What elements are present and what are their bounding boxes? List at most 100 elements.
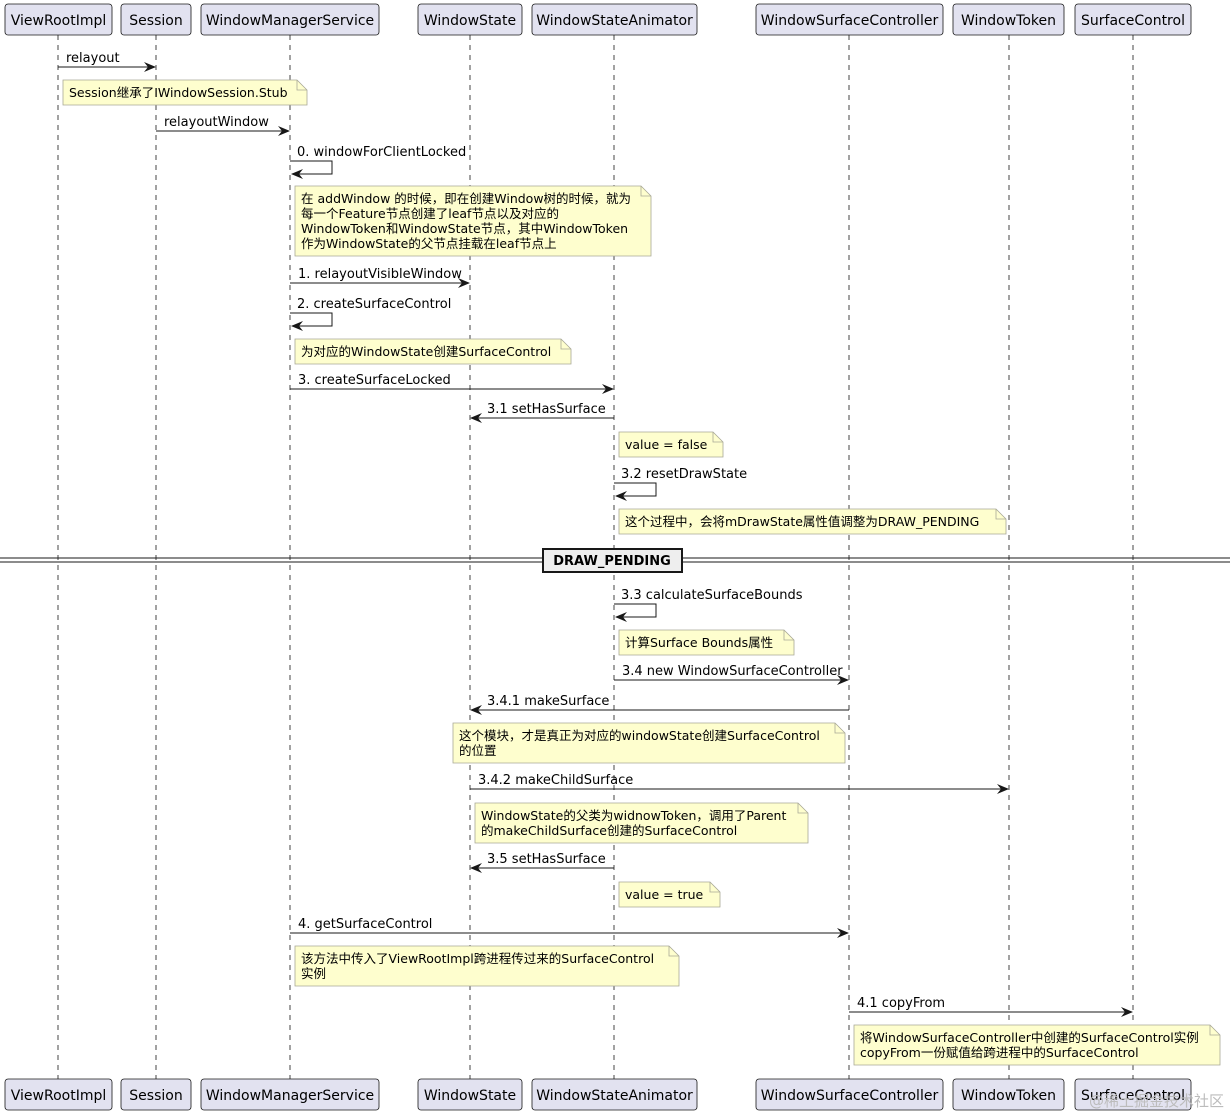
note-text: 的位置 xyxy=(459,743,497,758)
message-label: 3.4.2 makeChildSurface xyxy=(478,773,633,788)
participant-wsc-bottom: WindowSurfaceController xyxy=(755,1078,944,1111)
participant-box xyxy=(4,3,113,36)
participant-ses-bottom: Session xyxy=(120,1078,192,1111)
participant-label: ViewRootImpl xyxy=(11,1088,106,1104)
note-fold xyxy=(709,882,720,893)
note-4: 这个过程中，会将mDrawState属性值调整为DRAW_PENDING xyxy=(618,508,1007,535)
divider-box xyxy=(542,548,683,573)
note-box xyxy=(62,79,308,106)
participant-wsa-top: WindowStateAnimator xyxy=(531,3,698,36)
note-box xyxy=(618,881,721,908)
message-0: relayout xyxy=(58,51,156,72)
note-text: 这个模块，才是真正为对应的windowState创建SurfaceControl xyxy=(459,728,820,743)
message-13: 4. getSurfaceControl xyxy=(290,917,849,938)
self-message-arrow xyxy=(290,160,333,179)
message-10: 3.4.1 makeSurface xyxy=(470,694,849,715)
note-text: value = false xyxy=(625,437,708,452)
note-6: 这个模块，才是真正为对应的windowState创建SurfaceControl… xyxy=(452,722,846,764)
participant-label: SurfaceControl xyxy=(1081,1088,1185,1104)
message-label: 3.5 setHasSurface xyxy=(487,852,606,867)
message-label: 3.2 resetDrawState xyxy=(621,467,747,482)
participant-ws-bottom: WindowState xyxy=(417,1078,523,1111)
note-box xyxy=(618,629,795,656)
message-label: 3.4.1 makeSurface xyxy=(487,694,609,709)
note-text: 每一个Feature节点创建了leaf节点以及对应的 xyxy=(301,206,559,221)
message-label: 1. relayoutVisibleWindow xyxy=(298,267,462,282)
message-label: 0. windowForClientLocked xyxy=(297,145,466,160)
participant-box xyxy=(200,3,380,36)
note-text: 这个过程中，会将mDrawState属性值调整为DRAW_PENDING xyxy=(625,514,979,529)
participant-vri-top: ViewRootImpl xyxy=(4,3,113,36)
note-text: copyFrom一份赋值给跨进程中的SurfaceControl xyxy=(860,1045,1139,1060)
message-9: 3.4 new WindowSurfaceController xyxy=(614,664,849,685)
message-label: relayoutWindow xyxy=(164,115,269,130)
participant-box xyxy=(1074,3,1192,36)
message-label: 3.1 setHasSurface xyxy=(487,402,606,417)
note-fold xyxy=(834,723,845,734)
message-3: 1. relayoutVisibleWindow xyxy=(290,267,470,288)
message-4: 2. createSurfaceControl xyxy=(290,297,451,331)
note-7: WindowState的父类为widnowToken，调用了Parent的mak… xyxy=(474,802,809,844)
message-label: 2. createSurfaceControl xyxy=(297,297,451,312)
note-box xyxy=(853,1024,1221,1066)
participant-box xyxy=(531,1078,698,1111)
participant-wms-bottom: WindowManagerService xyxy=(200,1078,380,1111)
note-fold xyxy=(560,339,571,350)
message-label: 4.1 copyFrom xyxy=(857,996,945,1011)
note-text: WindowToken和WindowState节点，其中WindowToken xyxy=(301,221,628,236)
divider-layer: DRAW_PENDING xyxy=(0,548,1230,573)
note-fold xyxy=(296,80,307,91)
participant-label: WindowManagerService xyxy=(206,13,374,29)
note-text: 实例 xyxy=(301,966,326,981)
message-6: 3.1 setHasSurface xyxy=(470,402,614,423)
message-12: 3.5 setHasSurface xyxy=(470,852,614,873)
participant-box xyxy=(4,1078,113,1111)
participant-label: WindowStateAnimator xyxy=(536,13,693,29)
participants-layer: ViewRootImplViewRootImplSessionSessionWi… xyxy=(4,3,1192,1111)
participant-label: WindowState xyxy=(424,13,516,29)
participant-label: WindowSurfaceController xyxy=(761,1088,939,1104)
participant-label: WindowSurfaceController xyxy=(761,13,939,29)
message-label: 3.3 calculateSurfaceBounds xyxy=(621,588,803,603)
note-text: 作为WindowState的父节点挂载在leaf节点上 xyxy=(301,236,557,251)
note-text: 的makeChildSurface创建的SurfaceControl xyxy=(481,823,737,838)
note-fold xyxy=(797,803,808,814)
message-14: 4.1 copyFrom xyxy=(849,996,1133,1017)
message-label: relayout xyxy=(66,51,120,66)
participant-box xyxy=(531,3,698,36)
self-message-arrow xyxy=(290,312,333,331)
note-fold xyxy=(640,186,651,197)
participant-wsa-bottom: WindowStateAnimator xyxy=(531,1078,698,1111)
note-text: 该方法中传入了ViewRootImpl跨进程传过来的SurfaceControl xyxy=(301,951,654,966)
note-box xyxy=(618,508,1007,535)
participant-label: WindowState xyxy=(424,1088,516,1104)
message-2: 0. windowForClientLocked xyxy=(290,145,466,179)
participant-box xyxy=(952,1078,1065,1111)
participant-wms-top: WindowManagerService xyxy=(200,3,380,36)
self-message-arrow xyxy=(614,482,657,501)
participant-label: Session xyxy=(129,13,182,29)
note-text: 为对应的WindowState创建SurfaceControl xyxy=(301,344,551,359)
participant-label: WindowStateAnimator xyxy=(536,1088,693,1104)
note-3: value = false xyxy=(618,431,724,458)
participant-box xyxy=(755,1078,944,1111)
message-11: 3.4.2 makeChildSurface xyxy=(470,773,1009,794)
note-text: 在 addWindow 的时候，即在创建Window树的时候，就为 xyxy=(301,191,631,206)
participant-label: WindowManagerService xyxy=(206,1088,374,1104)
note-text: value = true xyxy=(625,887,704,902)
participant-box xyxy=(120,3,192,36)
participant-label: Session xyxy=(129,1088,182,1104)
note-fold xyxy=(712,432,723,443)
participant-box xyxy=(417,3,523,36)
note-text: Session继承了IWindowSession.Stub xyxy=(69,85,288,100)
participant-wsc-top: WindowSurfaceController xyxy=(755,3,944,36)
note-fold xyxy=(783,630,794,641)
message-label: 4. getSurfaceControl xyxy=(298,917,432,932)
note-0: Session继承了IWindowSession.Stub xyxy=(62,79,308,106)
participant-label: WindowToken xyxy=(961,13,1056,29)
note-1: 在 addWindow 的时候，即在创建Window树的时候，就为每一个Feat… xyxy=(294,185,652,257)
note-box xyxy=(294,945,680,987)
note-box xyxy=(294,338,572,365)
message-label: 3. createSurfaceLocked xyxy=(298,373,451,388)
